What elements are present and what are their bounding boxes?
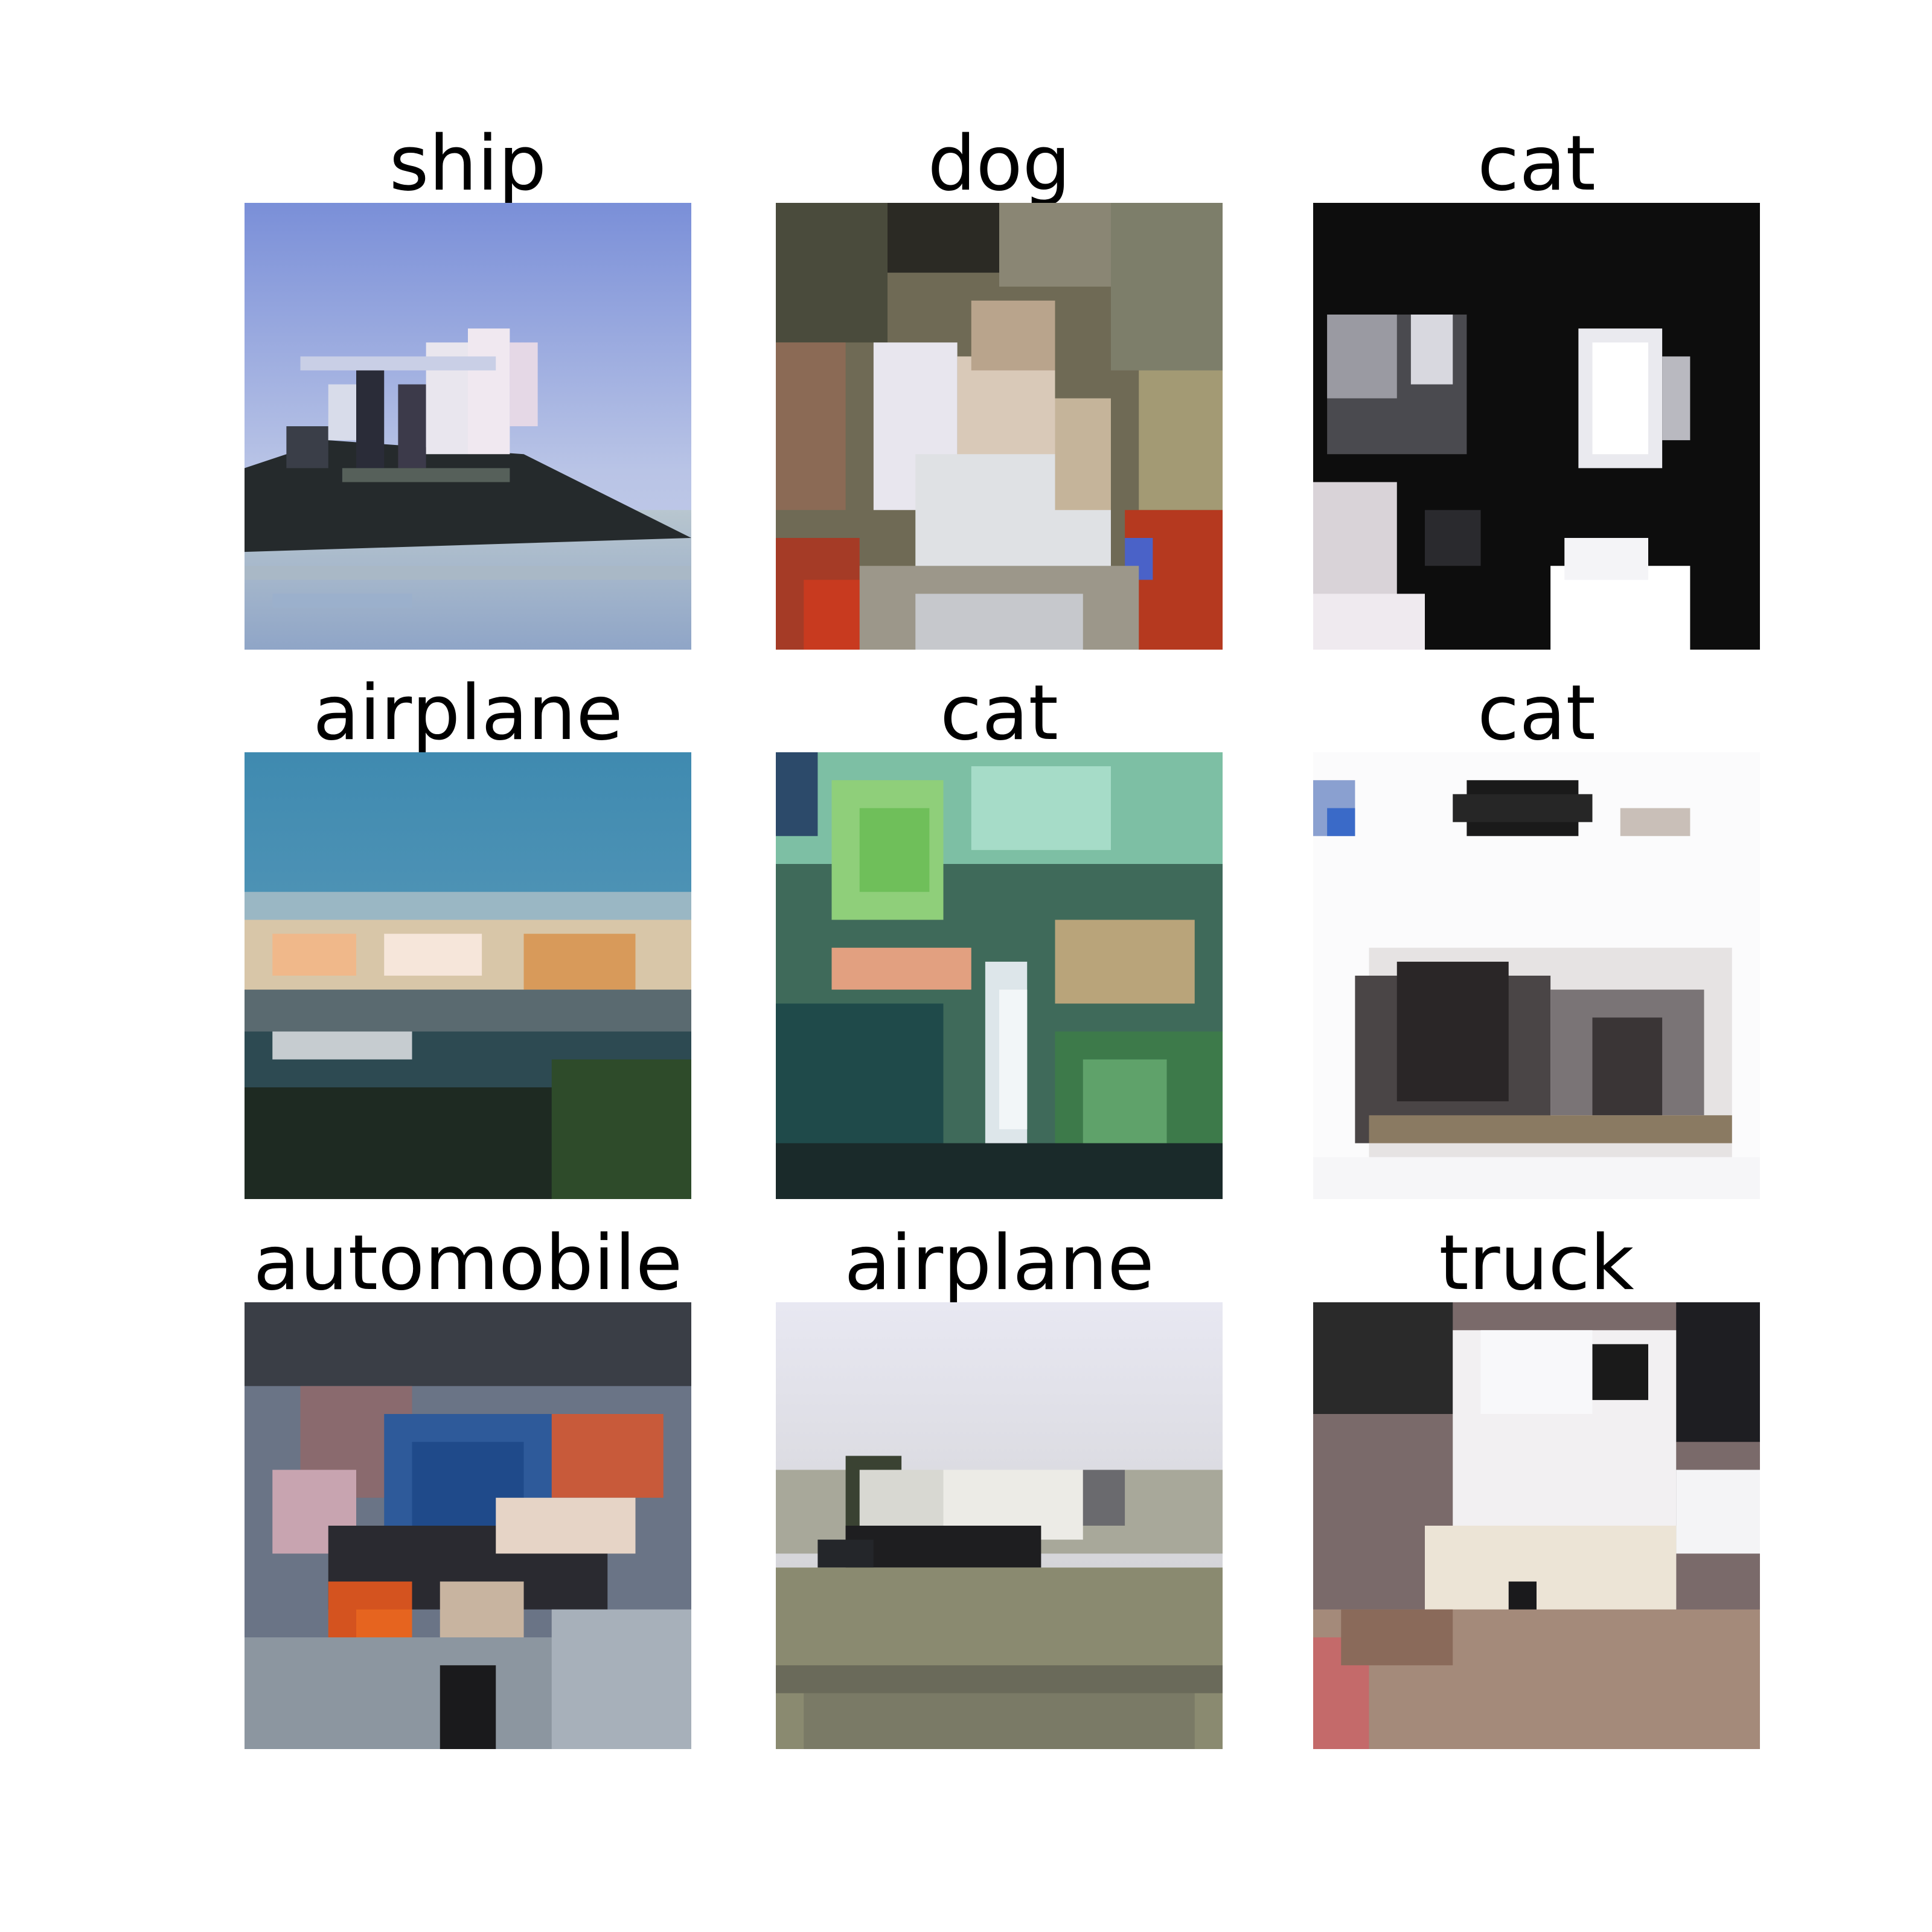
cat-image	[1313, 203, 1760, 650]
truck-image	[1313, 1302, 1760, 1749]
cat-image	[776, 752, 1223, 1199]
airplane-image	[245, 752, 691, 1199]
panel-label: airplane	[844, 1218, 1154, 1307]
panel-label: cat	[1477, 119, 1596, 208]
panel-label: cat	[940, 668, 1058, 757]
panel-label: dog	[927, 119, 1071, 208]
airplane-image	[776, 1302, 1223, 1749]
panel-label: automobile	[253, 1218, 683, 1307]
panel-label: ship	[389, 119, 547, 208]
cat-image	[1313, 752, 1760, 1199]
panel-label: truck	[1439, 1218, 1634, 1307]
automobile-image	[245, 1302, 691, 1749]
dog-image	[776, 203, 1223, 650]
panel-label: cat	[1477, 668, 1596, 757]
panel-label: airplane	[313, 668, 623, 757]
ship-image	[245, 203, 691, 650]
